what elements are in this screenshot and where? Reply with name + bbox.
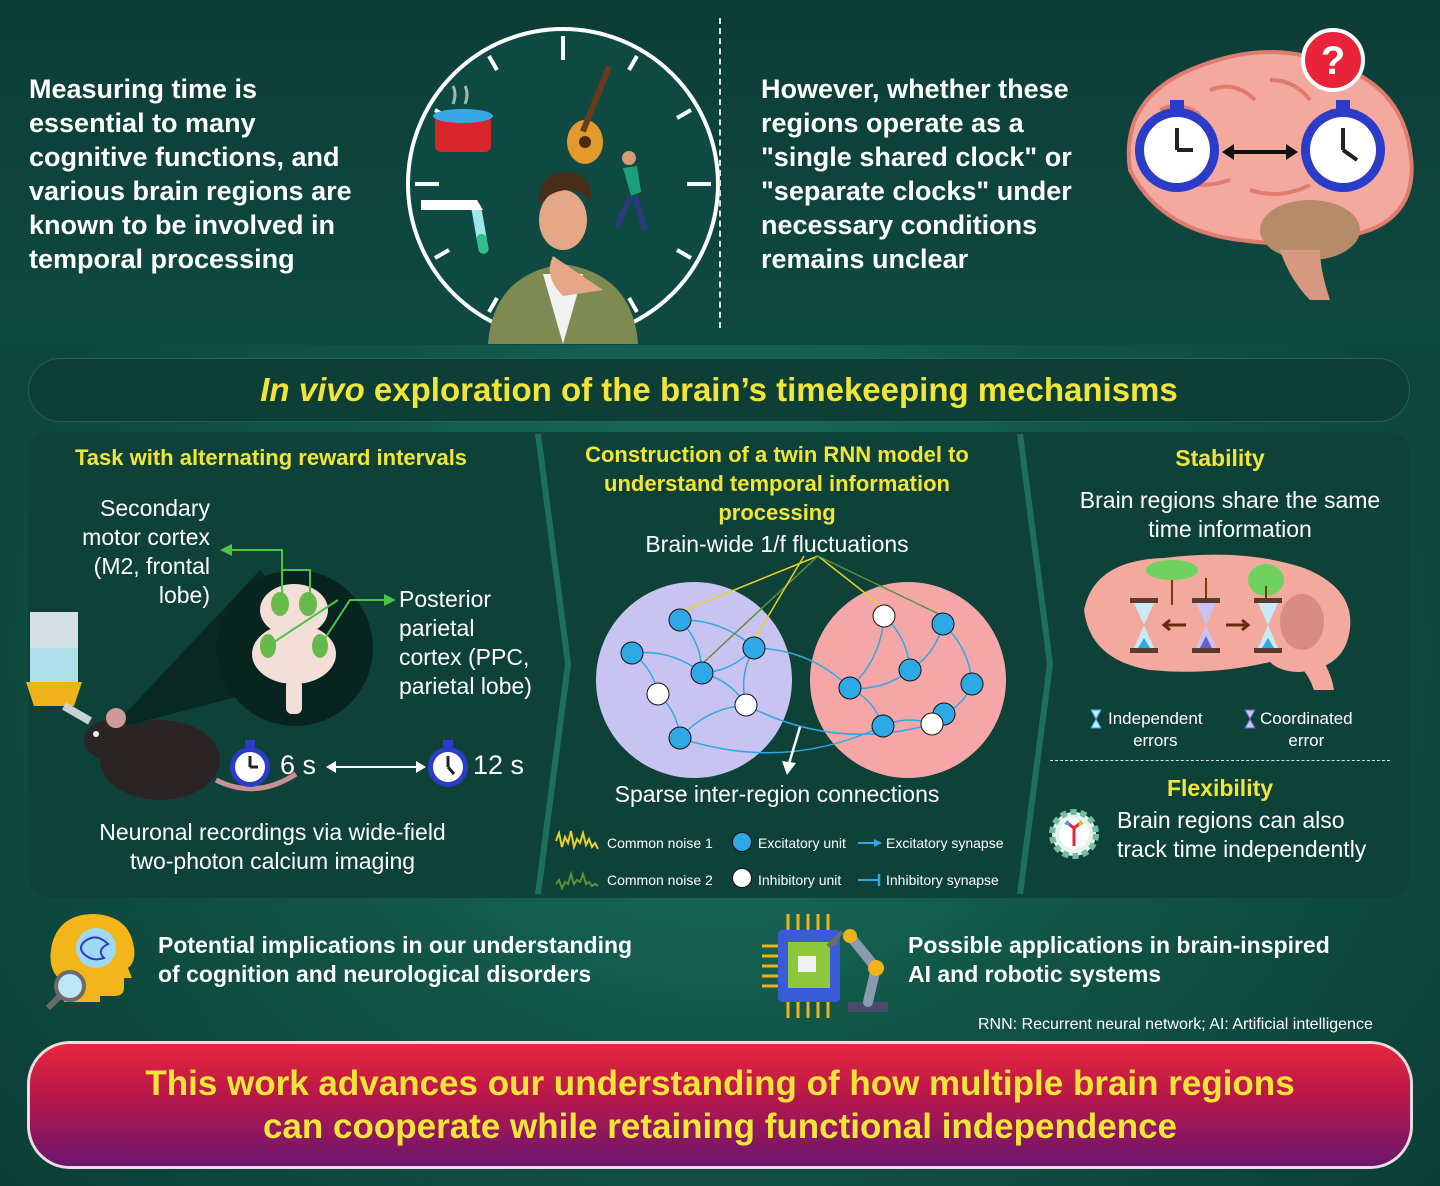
- independent-errors-icon: [1090, 709, 1102, 729]
- excitatory-unit: [668, 726, 692, 750]
- flexibility-title: Flexibility: [1166, 775, 1274, 801]
- head-magnifier-icon: [45, 914, 135, 1011]
- noise-input-line: [679, 555, 819, 613]
- banner-title: In vivo exploration of the brain’s timek…: [260, 371, 1178, 408]
- rnn-synapse: [679, 725, 884, 754]
- excitatory-unit: [960, 672, 984, 696]
- inhibitory-unit-label: Inhibitory unit: [758, 872, 842, 888]
- inhibitory-synapse-icon: [858, 874, 881, 886]
- task-title: Task with alternating reward intervals: [75, 445, 468, 470]
- noise-input-line: [817, 555, 885, 609]
- hourglass-left-icon: [1130, 598, 1158, 653]
- double-arrow-icon: [1222, 144, 1298, 160]
- stopwatch-right-icon: [1301, 100, 1385, 192]
- excitatory-unit: [668, 608, 692, 632]
- sparse-connection-arrow: [782, 726, 802, 775]
- rnn-synapse: [753, 647, 851, 689]
- noise1-label: Common noise 1: [607, 835, 713, 851]
- mouse-icon: [84, 708, 298, 800]
- excitatory-unit-label: Excitatory unit: [758, 835, 846, 851]
- brain-hourglass-illustration: [1084, 554, 1351, 690]
- gear-arrows-icon: [1049, 809, 1099, 859]
- inhibitory-unit: [872, 604, 896, 628]
- noise-input-line: [753, 555, 805, 641]
- inhibitory-unit: [734, 693, 758, 717]
- excitatory-unit: [898, 658, 922, 682]
- abbreviations-note: RNN: Recurrent neural network; AI: Artif…: [978, 1016, 1373, 1033]
- stopwatch-12s-icon: [428, 740, 468, 787]
- conclusion-banner: This work advances our understanding of …: [30, 1044, 1410, 1166]
- runner-icon: [614, 151, 648, 231]
- excitatory-unit: [871, 714, 895, 738]
- twin-rnn-diagram: [596, 555, 1006, 778]
- noise-input-line: [817, 555, 944, 617]
- question-badge: [1301, 28, 1365, 92]
- stability-title: Stability: [1175, 445, 1265, 471]
- clock-illustration: [406, 27, 720, 344]
- stopwatch-6s-icon: [230, 740, 270, 787]
- inhibitory-synapse-label: Inhibitory synapse: [886, 872, 999, 888]
- cooking-pot-icon: [433, 85, 493, 152]
- sparse-connection-label: Sparse inter-region connections: [614, 781, 940, 807]
- question-mark: ?: [1321, 39, 1345, 83]
- chip-robot-arm-icon: [762, 914, 888, 1018]
- noise2-label: Common noise 2: [607, 872, 713, 888]
- test-tube-icon: [421, 200, 489, 254]
- chevron-divider-1: [535, 433, 572, 895]
- excitatory-unit: [931, 612, 955, 636]
- noise1-icon: [555, 829, 599, 851]
- inhibitory-unit: [646, 682, 670, 706]
- interval-long: 12 s: [473, 750, 525, 780]
- water-bottle-icon: [26, 612, 92, 725]
- excitatory-unit: [742, 636, 766, 660]
- conclusion-line-2: can cooperate while retaining functional…: [262, 1107, 1178, 1146]
- findings-divider: [1050, 760, 1390, 761]
- excitatory-unit: [838, 676, 862, 700]
- interval-short: 6 s: [280, 750, 317, 780]
- cognition-implication: Potential implications in our understand…: [158, 932, 633, 987]
- mouse-brain-illustration: [26, 544, 396, 800]
- chevron-divider-2: [1017, 433, 1054, 895]
- thinking-man-icon: [488, 171, 638, 344]
- hourglass-right-icon: [1254, 598, 1282, 653]
- rnn-synapse: [745, 704, 933, 736]
- excitatory-unit-icon: [732, 832, 752, 852]
- hourglass-center-icon: [1192, 598, 1220, 653]
- section-divider: [719, 18, 721, 328]
- fluctuation-label: Brain-wide 1/f fluctuations: [645, 531, 909, 557]
- coordinated-error-icon: [1244, 709, 1256, 729]
- stopwatch-left-icon: [1135, 100, 1219, 192]
- excitatory-unit: [620, 641, 644, 665]
- inhibitory-unit: [920, 712, 944, 736]
- excitatory-synapse-icon: [858, 839, 882, 847]
- guitar-icon: [567, 65, 612, 164]
- noise-input-line: [701, 555, 819, 665]
- noise2-icon: [555, 870, 599, 891]
- excitatory-unit: [690, 661, 714, 685]
- section-banner: In vivo exploration of the brain’s timek…: [28, 358, 1410, 422]
- interval-double-arrow: [326, 761, 426, 773]
- conclusion-line-1: This work advances our understanding of …: [145, 1064, 1295, 1103]
- brain-clocks-illustration: ?: [1126, 28, 1414, 300]
- excitatory-synapse-label: Excitatory synapse: [886, 835, 1004, 851]
- inhibitory-unit-icon: [732, 868, 752, 888]
